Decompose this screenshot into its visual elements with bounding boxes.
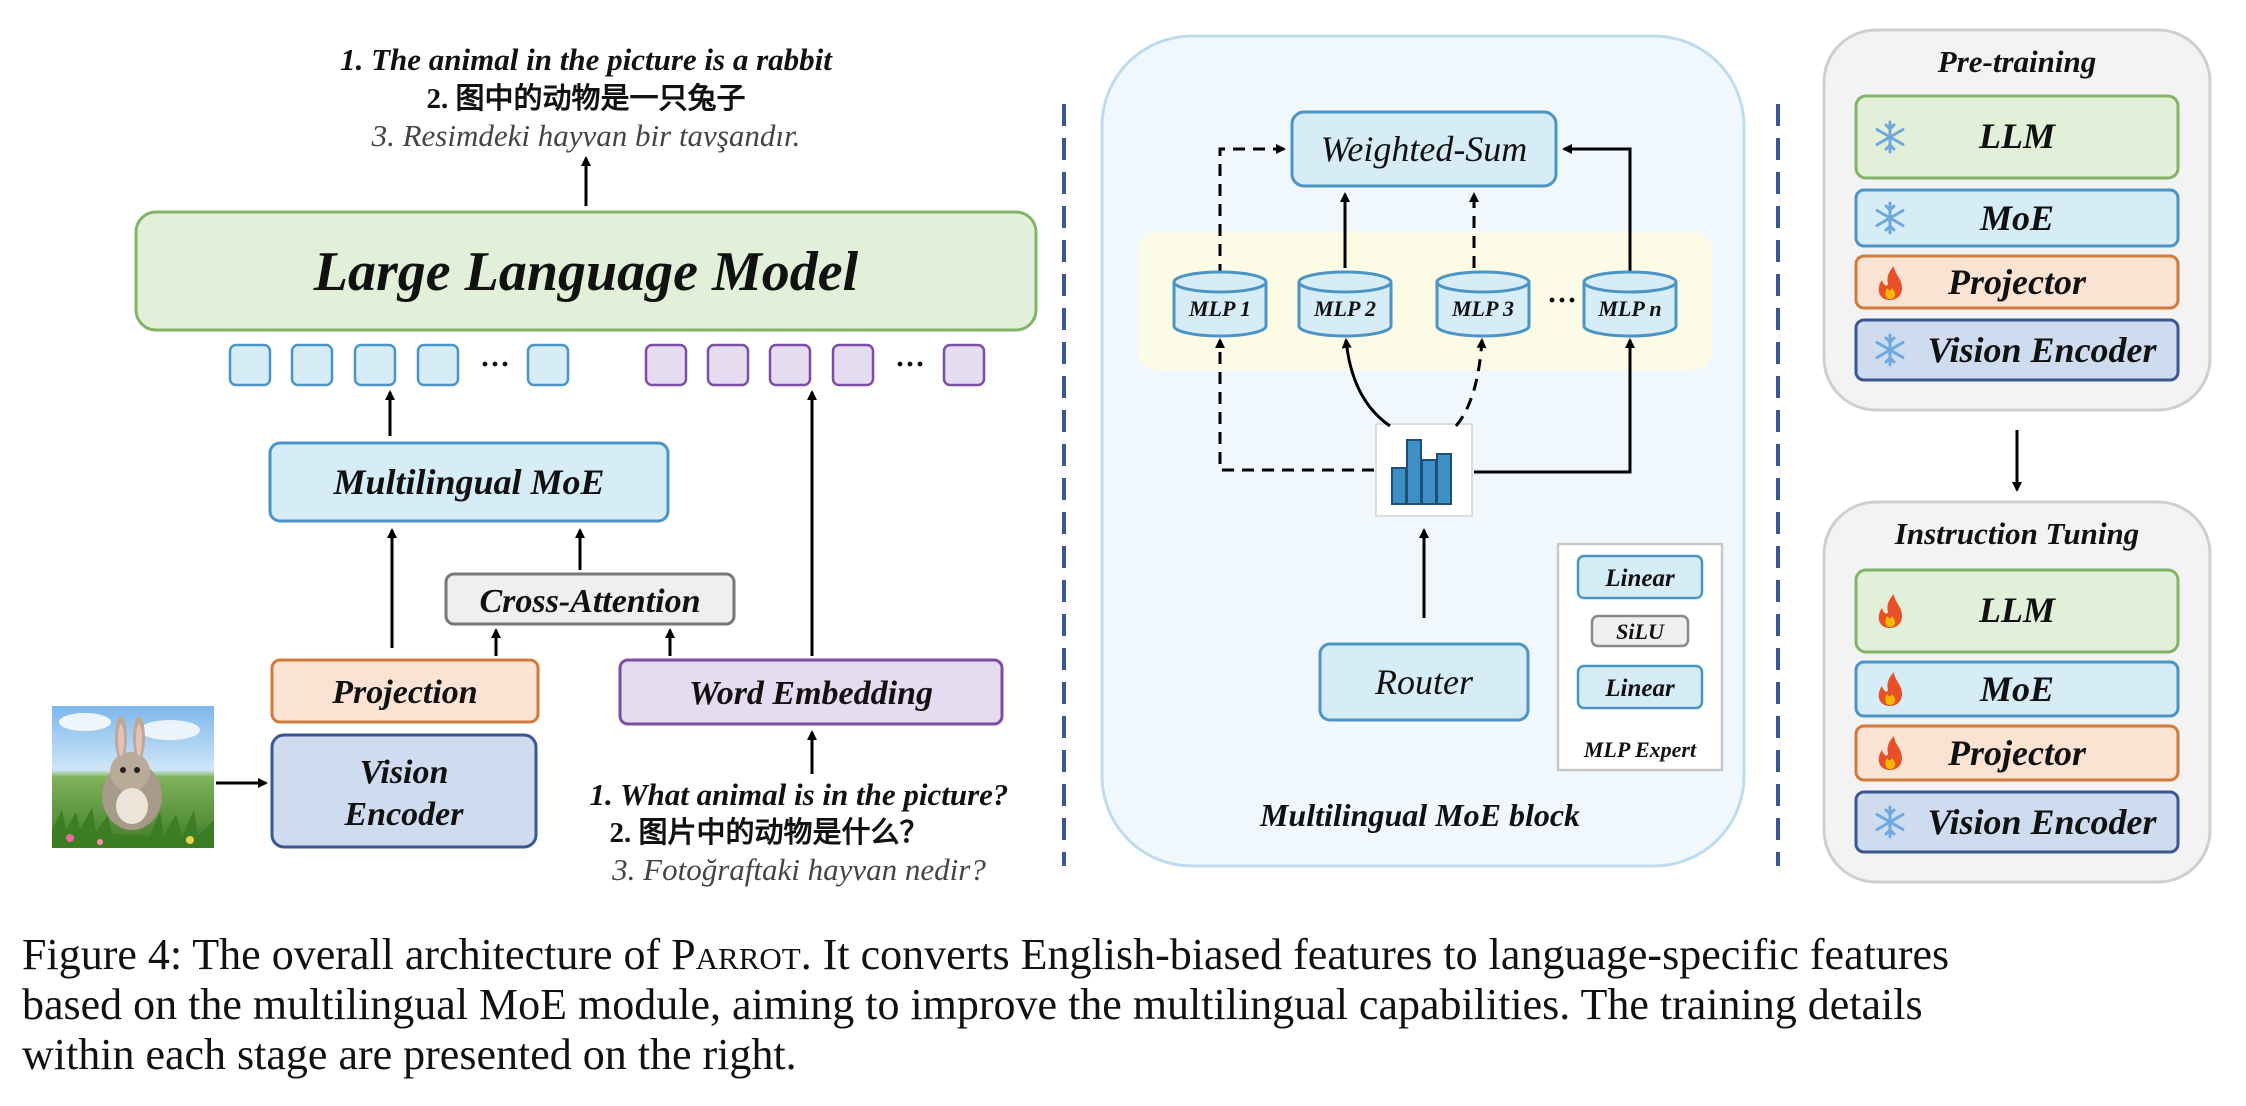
it-moe-box xyxy=(1854,660,2180,718)
it-vision-encoder-box xyxy=(1854,790,2180,854)
multilingual-moe-box xyxy=(268,441,670,523)
projection-box xyxy=(270,658,540,724)
text-token xyxy=(768,343,812,387)
visual-tokens xyxy=(228,343,570,387)
text-token xyxy=(644,343,688,387)
linear-box-1 xyxy=(1576,554,1704,600)
pt-llm-label: LLM xyxy=(1978,116,2057,156)
middle-panel: Weighted-Sum MLP 1 MLP 2 MLP 3 ··· MLP n xyxy=(1100,34,1746,868)
mlp-expert-3: MLP 3 xyxy=(1435,270,1531,338)
mlp-expert-3-label: MLP 3 xyxy=(1451,296,1514,321)
right-panel: Pre-training LLM MoE Projector Vision En… xyxy=(1822,28,2212,884)
router-box xyxy=(1318,642,1530,722)
linear-box-2 xyxy=(1576,664,1704,710)
vision-encoder-label-1: Vision xyxy=(360,754,449,791)
caption-line-1-end: . It converts English-biased features to… xyxy=(800,930,1950,979)
visual-token xyxy=(526,343,570,387)
output-text-tr: 3. Resimdeki hayvan bir tavşandır. xyxy=(371,118,801,153)
mlp-expert-n-label: MLP n xyxy=(1597,296,1661,321)
caption-line-1-start: Figure 4: The overall architecture of xyxy=(22,930,672,979)
it-llm-label: LLM xyxy=(1978,590,2057,630)
silu-label: SiLU xyxy=(1616,619,1665,644)
multilingual-moe-label: Multilingual MoE xyxy=(332,462,604,502)
input-text-en: 1. What animal is in the picture? xyxy=(590,777,1009,812)
pt-llm-box xyxy=(1854,94,2180,180)
mlp-expert-n: MLP n xyxy=(1582,270,1678,338)
pt-vision-encoder-box xyxy=(1854,318,2180,382)
mlp-expert-1-label: MLP 1 xyxy=(1188,296,1251,321)
caption-line-1: Figure 4: The overall architecture of Pa… xyxy=(22,930,2242,980)
arrow-gate-to-mlp3 xyxy=(1454,338,1487,427)
visual-token xyxy=(416,343,460,387)
mlp-expert-1: MLP 1 xyxy=(1172,270,1268,338)
router-label: Router xyxy=(1374,662,1474,702)
it-vision-encoder-label: Vision Encoder xyxy=(1927,802,2157,842)
left-panel: 1. The animal in the picture is a rabbit… xyxy=(52,42,1038,887)
input-text-zh: 2. 图片中的动物是什么？ xyxy=(609,815,928,849)
visual-token xyxy=(290,343,334,387)
text-tokens xyxy=(644,343,986,387)
word-embedding-box xyxy=(618,658,1004,726)
it-projector-box xyxy=(1854,724,2180,782)
instruction-tuning-title: Instruction Tuning xyxy=(1894,516,2139,551)
experts-band xyxy=(1138,232,1712,370)
silu-box xyxy=(1590,614,1690,648)
pretraining-title: Pre-training xyxy=(1937,44,2096,79)
it-llm-box xyxy=(1854,568,2180,654)
mlp-expert-detail: Linear SiLU Linear MLP Expert xyxy=(1556,542,1724,772)
arrow-gate-to-mlpn xyxy=(1474,338,1635,474)
mlp-expert-2: MLP 2 xyxy=(1297,270,1393,338)
pt-projector-label: Projector xyxy=(1947,262,2087,302)
text-token xyxy=(706,343,750,387)
weighted-sum-label: Weighted-Sum xyxy=(1321,129,1528,169)
mlp-expert-2-label: MLP 2 xyxy=(1313,296,1376,321)
llm-box xyxy=(134,210,1038,332)
projection-label: Projection xyxy=(331,674,477,711)
arrow-gate-to-mlp2 xyxy=(1341,338,1391,428)
text-token-dots: ··· xyxy=(895,348,925,381)
pt-vision-encoder-label: Vision Encoder xyxy=(1927,330,2157,370)
it-moe-label: MoE xyxy=(1979,669,2054,709)
caption-model-name: Parrot xyxy=(671,930,801,979)
mlp-dots: ··· xyxy=(1547,284,1577,317)
cross-attention-label: Cross-Attention xyxy=(479,583,700,620)
output-text-en: 1. The animal in the picture is a rabbit xyxy=(340,42,833,77)
visual-token xyxy=(228,343,272,387)
output-text-zh: 2. 图中的动物是一只兔子 xyxy=(426,81,745,115)
gate-histogram-icon xyxy=(1391,439,1452,505)
word-embedding-label: Word Embedding xyxy=(689,675,933,712)
mlp-expert-caption: MLP Expert xyxy=(1583,737,1697,762)
weighted-sum-box xyxy=(1290,110,1558,188)
vision-encoder-label-2: Encoder xyxy=(344,796,465,833)
linear-label-2: Linear xyxy=(1604,675,1675,702)
caption-line-3: within each stage are presented on the r… xyxy=(22,1030,797,1079)
pt-projector-box xyxy=(1854,254,2180,310)
text-token xyxy=(942,343,986,387)
visual-token-dots: ··· xyxy=(480,348,510,381)
arrow-gate-to-mlp1 xyxy=(1215,338,1374,472)
rabbit-image xyxy=(52,706,214,848)
figure-caption: Figure 4: The overall architecture of Pa… xyxy=(22,930,2242,1080)
linear-label-1: Linear xyxy=(1604,565,1675,592)
vision-encoder-box xyxy=(270,733,538,849)
architecture-diagram: 1. The animal in the picture is a rabbit… xyxy=(52,28,2212,887)
llm-label: Large Language Model xyxy=(313,241,859,303)
arrow-mlp1-to-sum xyxy=(1218,144,1286,276)
input-text-tr: 3. Fotoğraftaki hayvan nedir? xyxy=(611,852,986,887)
caption-line-2: based on the multilingual MoE module, ai… xyxy=(22,980,1923,1029)
cross-attention-box xyxy=(444,572,736,626)
text-token xyxy=(831,343,875,387)
it-projector-label: Projector xyxy=(1947,733,2087,773)
pt-moe-label: MoE xyxy=(1979,198,2054,238)
moe-block-label: Multilingual MoE block xyxy=(1259,797,1580,833)
visual-token xyxy=(353,343,397,387)
arrow-mlpn-to-sum xyxy=(1562,144,1632,272)
pt-moe-box xyxy=(1854,188,2180,248)
